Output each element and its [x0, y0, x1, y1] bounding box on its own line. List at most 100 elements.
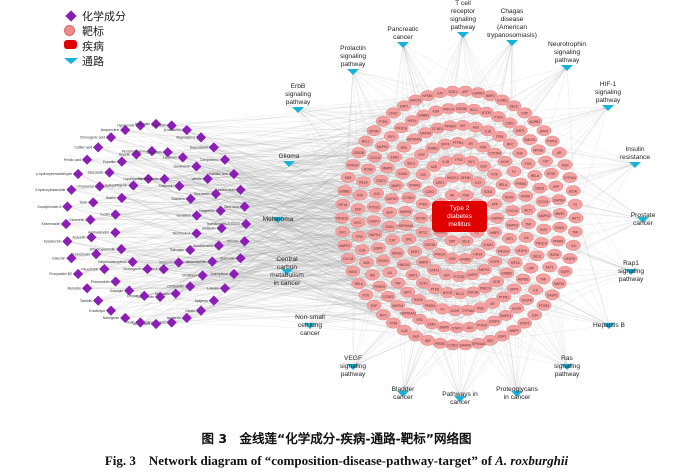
target-node: ERBB2 — [499, 267, 515, 279]
target-node-label: ERBB2 — [340, 189, 351, 193]
pathway-target-edge — [423, 282, 518, 394]
target-node-label: PTEN — [379, 120, 388, 124]
compound-node-label: Eriodictyol — [89, 309, 105, 313]
target-node-shape — [476, 264, 492, 275]
pathway-target-edge — [359, 194, 610, 326]
compound-target-edge — [91, 237, 366, 295]
target-node-label: AR — [490, 302, 495, 306]
target-node-shape — [562, 253, 578, 264]
target-node-label: SELE — [510, 104, 518, 108]
compound-target-edge — [90, 159, 459, 220]
v-shape-icon — [506, 40, 518, 46]
target-node-shape — [403, 157, 419, 169]
target-node-shape — [536, 299, 552, 311]
target-node: EGF — [512, 147, 528, 159]
target-node-label: ICAM1 — [398, 172, 408, 176]
target-node-shape — [489, 276, 505, 287]
target-node-label: CRP — [418, 153, 425, 157]
compound-target-edge — [129, 208, 359, 291]
compound-node-shape — [110, 209, 121, 220]
compound-target-edge — [90, 105, 405, 220]
compound-target-edge — [212, 194, 361, 262]
target-node-label: PTGS2 — [539, 304, 550, 308]
target-node: TP53 — [351, 230, 367, 242]
pathway-target-edge — [494, 106, 609, 205]
target-node-shape — [396, 324, 412, 336]
compound-target-edge — [213, 147, 358, 223]
compound-target-edge — [151, 151, 369, 170]
target-node: NFKB1 — [389, 247, 405, 259]
target-node-label: PIK3CA — [336, 217, 348, 221]
target-node-shape — [350, 203, 366, 215]
target-node: AKT1 — [400, 286, 416, 298]
pathway-target-edge — [490, 41, 513, 96]
compound-target-edge — [178, 190, 574, 263]
target-node: RXRA — [518, 190, 534, 202]
compound-node: Taxifolin — [80, 295, 104, 306]
target-node: CASP3 — [464, 269, 480, 281]
target-node: PPARG — [372, 280, 388, 292]
target-node-label: TP53 — [355, 235, 363, 239]
target-node-label: PTEN — [431, 288, 440, 292]
target-node-shape — [498, 309, 514, 321]
target-node: STAT3 — [517, 317, 533, 329]
target-node-label: MMP2 — [486, 94, 495, 98]
target-node: RXRA — [411, 294, 426, 305]
target-node-label: EGFR — [561, 270, 571, 274]
target-node-label: AKT1 — [572, 217, 580, 221]
target-node: VEGFA — [375, 255, 391, 267]
compound-target-edge — [171, 125, 375, 131]
compound-node-label: Vitexin — [185, 309, 195, 313]
compound-target-edge — [121, 95, 428, 199]
pathway-node-label: signaling — [618, 268, 644, 275]
compound-target-edge — [220, 210, 424, 263]
target-node: ESR1 — [387, 151, 403, 163]
pathway-target-edge — [374, 66, 568, 207]
target-node: SOD1 — [544, 167, 559, 179]
target-node-label: ADRB2 — [436, 231, 447, 235]
pathway-target-edge — [365, 218, 644, 295]
target-node-label: PGR — [477, 306, 485, 310]
target-node-shape — [487, 147, 503, 159]
compound-target-edge — [93, 202, 466, 345]
target-node: NOS3 — [501, 191, 517, 203]
compound-target-edge — [129, 203, 442, 291]
compound-target-edge — [171, 322, 503, 337]
compound-node-label: Naringenin — [103, 316, 120, 320]
target-node: CYP3A4 — [487, 147, 503, 159]
target-node-shape — [550, 235, 566, 247]
target-node: JUN — [439, 269, 454, 281]
target-node-label: EGFR — [490, 260, 500, 264]
compound-node-shape — [127, 256, 138, 268]
target-node-shape — [522, 134, 538, 145]
compound-target-edge — [87, 159, 375, 235]
compound-node: Isovitexin — [167, 312, 192, 324]
compound-node-label: Tangeretin — [199, 209, 215, 213]
target-node-label: IL1B — [443, 160, 450, 164]
target-node-label: ICAM1 — [555, 226, 565, 230]
target-node-shape — [351, 147, 367, 158]
compound-target-edge — [186, 91, 453, 131]
compound-node-shape — [208, 295, 219, 306]
disease-node-label: mellitus — [448, 221, 471, 228]
target-node-shape — [379, 162, 395, 174]
target-node-label: EGF — [355, 207, 362, 211]
target-node-shape — [502, 232, 517, 244]
compound-target-edge — [132, 261, 566, 272]
target-node-label: INS — [420, 173, 425, 177]
compound-target-edge — [125, 156, 395, 319]
target-node-shape — [496, 291, 512, 303]
target-node: JUN — [369, 187, 385, 199]
target-node-label: SOD1 — [547, 172, 556, 176]
target-node-shape — [427, 283, 443, 295]
target-node: MMP2 — [552, 208, 568, 219]
target-node-shape — [334, 212, 350, 224]
target-node-label: PRKCA — [347, 163, 359, 167]
target-node-shape — [528, 284, 543, 296]
target-node-shape — [487, 226, 503, 238]
target-node: NOS3 — [532, 182, 548, 194]
pathway-target-edge — [366, 33, 464, 263]
pathway-target-edge — [510, 143, 518, 394]
compound-node-label: Eupatilin — [103, 160, 116, 164]
